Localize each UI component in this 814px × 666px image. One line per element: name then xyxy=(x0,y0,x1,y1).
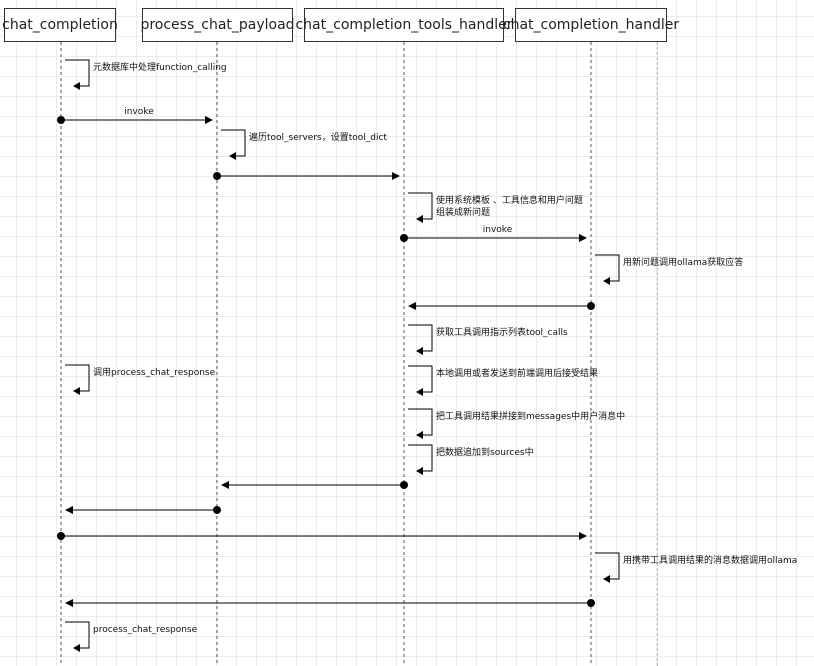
self-message-label: process_chat_response xyxy=(93,625,198,635)
participant-label: process_chat_payload xyxy=(140,17,295,33)
self-message-loop xyxy=(408,408,433,436)
self-message-loop xyxy=(65,364,90,392)
arrowhead xyxy=(65,599,73,607)
arrowhead xyxy=(579,234,587,242)
arrowhead xyxy=(579,532,587,540)
self-message-label: 把工具调用结果拼接到messages中用户消息中 xyxy=(436,412,626,422)
self-message-label: 获取工具调用指示列表tool_calls xyxy=(436,328,568,338)
arrowhead xyxy=(416,347,423,355)
self-message-loop xyxy=(65,621,90,649)
self-message-loop xyxy=(408,192,433,220)
participant-label: chat_completion_tools_handler xyxy=(295,17,513,33)
self-message-label: 本地调用或者发送到前端调用后接受结果 xyxy=(436,369,599,379)
self-message-loop xyxy=(595,254,620,282)
participant-chat-completion-handler[interactable]: chat_completion_handler xyxy=(503,8,679,42)
arrowhead xyxy=(73,82,80,90)
self-message-label: 元数据库中处理function_calling xyxy=(93,63,227,73)
arrowhead xyxy=(416,388,423,396)
self-message-label: 把数据追加到sources中 xyxy=(436,448,534,458)
arrowhead xyxy=(65,506,73,514)
self-message-loop xyxy=(408,365,433,393)
arrowhead xyxy=(73,644,80,652)
self-message-label: 调用process_chat_response xyxy=(93,368,216,378)
arrowhead xyxy=(416,215,423,223)
participant-label: chat_completion xyxy=(2,17,118,33)
self-message-label: 用新问题调用ollama获取应答 xyxy=(623,258,744,268)
arrowhead xyxy=(392,172,400,180)
participant-label: chat_completion_handler xyxy=(502,17,680,33)
self-message-label: 使用系统模板 、工具信息和用户问题组装成新问题 xyxy=(436,196,583,218)
arrowhead xyxy=(416,467,423,475)
arrowhead xyxy=(205,116,213,124)
arrowhead xyxy=(229,152,236,160)
arrowhead xyxy=(73,387,80,395)
participant-chat-completion[interactable]: chat_completion xyxy=(2,8,118,42)
self-message-loop xyxy=(408,324,433,352)
self-message-loop xyxy=(595,552,620,580)
arrowhead xyxy=(416,431,423,439)
self-message-loop xyxy=(408,444,433,472)
arrowhead xyxy=(603,575,610,583)
participant-chat-completion-tools-handler[interactable]: chat_completion_tools_handler xyxy=(295,8,513,42)
arrowhead xyxy=(603,277,610,285)
message-label: invoke xyxy=(124,107,154,117)
arrowhead xyxy=(408,302,416,310)
message-label: invoke xyxy=(482,225,513,235)
self-message-label: 遍历tool_servers，设置tool_dict xyxy=(249,133,387,143)
self-message-loop xyxy=(65,59,90,87)
extra-lifeline xyxy=(657,42,658,666)
self-message-label: 用携带工具调用结果的消息数据调用ollama xyxy=(623,556,798,566)
participant-process-chat-payload[interactable]: process_chat_payload xyxy=(140,8,295,42)
arrowhead xyxy=(221,481,229,489)
self-message-loop xyxy=(221,129,246,157)
